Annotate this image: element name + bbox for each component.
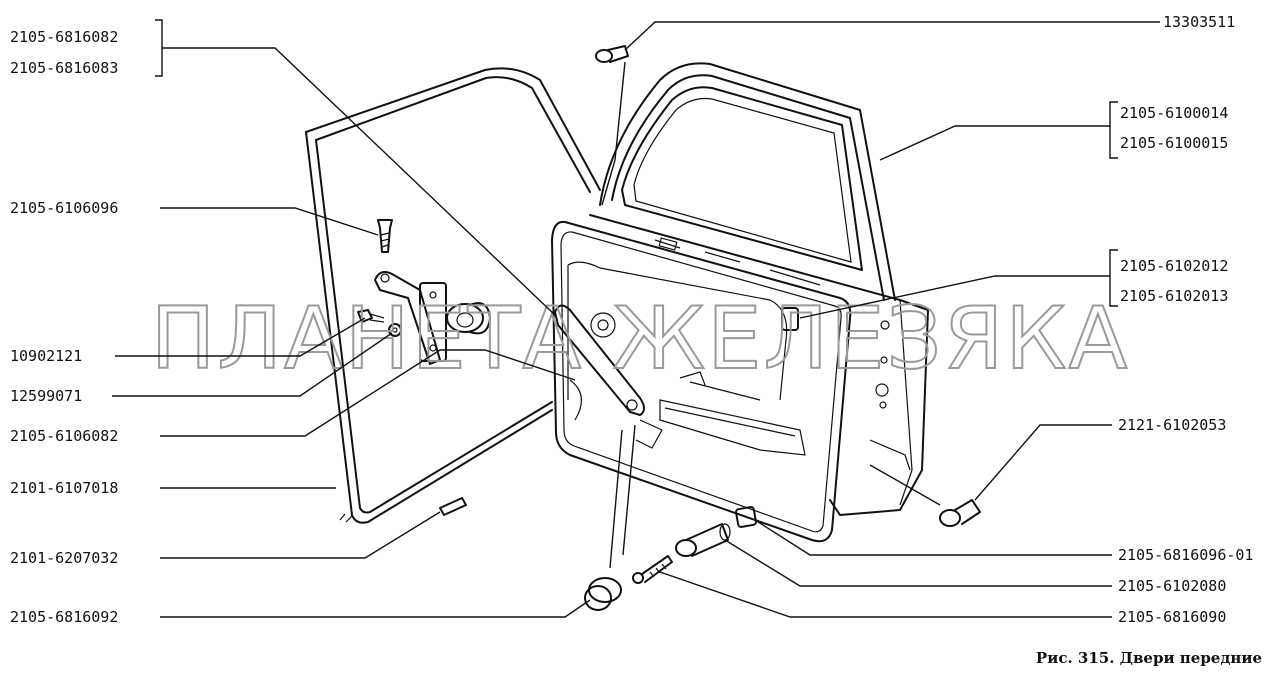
door-frame-drawing	[589, 62, 929, 516]
window-winder-handle-drawing	[554, 304, 663, 449]
watermark: ПЛАНЕТА ЖЕЛЕЗЯКА	[151, 289, 1130, 389]
clip-6816096-01-drawing	[735, 506, 757, 528]
callout-2105-6106082: 2105-6106082	[10, 427, 118, 445]
bolt-and-washer-drawing	[357, 309, 402, 337]
callout-2105-6106096: 2105-6106096	[10, 199, 118, 217]
callout-labels: 2105-6816082 2105-6816083 2105-6106096 1…	[10, 13, 1253, 626]
callout-2105-6102012: 2105-6102012	[1120, 257, 1228, 275]
callout-2105-6102080: 2105-6102080	[1118, 577, 1226, 595]
callout-2105-6100014: 2105-6100014	[1120, 104, 1228, 122]
callout-2105-6816082: 2105-6816082	[10, 28, 118, 46]
callout-2101-6107018: 2101-6107018	[10, 479, 118, 497]
figure-caption: Рис. 315. Двери передние	[1036, 649, 1262, 667]
callout-2101-6207032: 2101-6207032	[10, 549, 118, 567]
bushing-6102080-drawing	[675, 523, 731, 557]
clip-13303511-drawing	[595, 45, 629, 63]
plug-6102053-drawing	[939, 499, 981, 527]
leader-lines	[112, 19, 1160, 618]
callout-2105-6816096-01: 2105-6816096-01	[1118, 546, 1253, 564]
callout-2105-6100015: 2105-6100015	[1120, 134, 1228, 152]
callout-2105-6816092: 2105-6816092	[10, 608, 118, 626]
callout-10902121: 10902121	[10, 347, 82, 365]
callout-2105-6816083: 2105-6816083	[10, 59, 118, 77]
door-trim-panel-drawing	[551, 220, 852, 543]
door-seal-drawing	[305, 67, 601, 524]
callout-12599071: 12599071	[10, 387, 82, 405]
callout-2105-6102013: 2105-6102013	[1120, 287, 1228, 305]
screw-6816090-drawing	[632, 555, 673, 584]
callout-2121-6102053: 2121-6102053	[1118, 416, 1226, 434]
buffer-6102012-drawing	[781, 307, 799, 331]
screw-6106096-drawing	[377, 219, 393, 253]
callout-2105-6816090: 2105-6816090	[1118, 608, 1226, 626]
callout-13303511: 13303511	[1163, 13, 1235, 31]
inner-handle-drawing	[374, 271, 491, 365]
cap-6816092-drawing	[584, 577, 622, 611]
pin-6207032-drawing	[439, 497, 467, 516]
